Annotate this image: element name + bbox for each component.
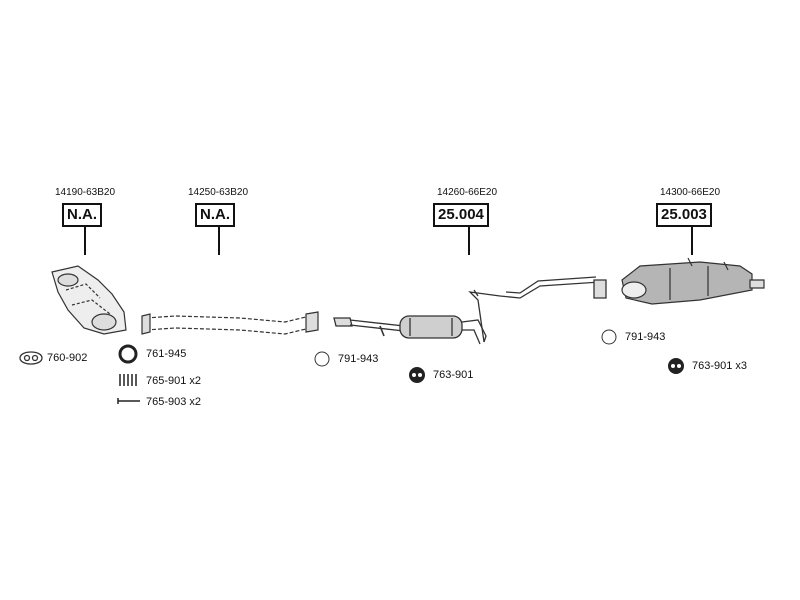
leader-line (84, 227, 86, 255)
part-ref-front-pipe: 14190-63B20 (54, 187, 116, 198)
part-ref-rear-silencer: 14300-66E20 (659, 187, 721, 198)
part-ref-flex-pipe: 14250-63B20 (187, 187, 249, 198)
middle-silencer-drawing[interactable] (333, 276, 607, 345)
accessory-label: 761-945 (146, 348, 187, 360)
flex-pipe-drawing[interactable] (141, 311, 319, 335)
accessory-label: 763-901 (433, 369, 474, 381)
part-code-middle-silencer[interactable]: 25.004 (433, 203, 489, 227)
gasket-icon (19, 351, 43, 365)
part-code-front-pipe[interactable]: N.A. (62, 203, 102, 227)
accessory-label: 765-903 x2 (146, 396, 202, 408)
part-code-flex-pipe[interactable]: N.A. (195, 203, 235, 227)
spring-icon (119, 374, 137, 386)
accessory-label: 760-902 (47, 352, 88, 364)
ring-icon (601, 329, 617, 345)
accessory-label: 791-943 (338, 353, 379, 365)
accessory-label: 763-901 x3 (692, 360, 748, 372)
leader-line (218, 227, 220, 255)
leader-line (691, 227, 693, 255)
bolt-icon (117, 398, 140, 404)
rubber-hanger-icon (668, 358, 684, 374)
front-pipe-drawing[interactable] (51, 265, 127, 335)
rear-silencer-drawing[interactable] (621, 257, 765, 305)
accessory-label: 765-901 x2 (146, 375, 202, 387)
part-ref-middle-silencer: 14260-66E20 (436, 187, 498, 198)
ring-icon (118, 344, 138, 364)
accessory-label: 791-943 (625, 331, 666, 343)
rubber-hanger-icon (409, 367, 425, 383)
part-code-rear-silencer[interactable]: 25.003 (656, 203, 712, 227)
leader-line (468, 227, 470, 255)
ring-icon (314, 351, 330, 367)
